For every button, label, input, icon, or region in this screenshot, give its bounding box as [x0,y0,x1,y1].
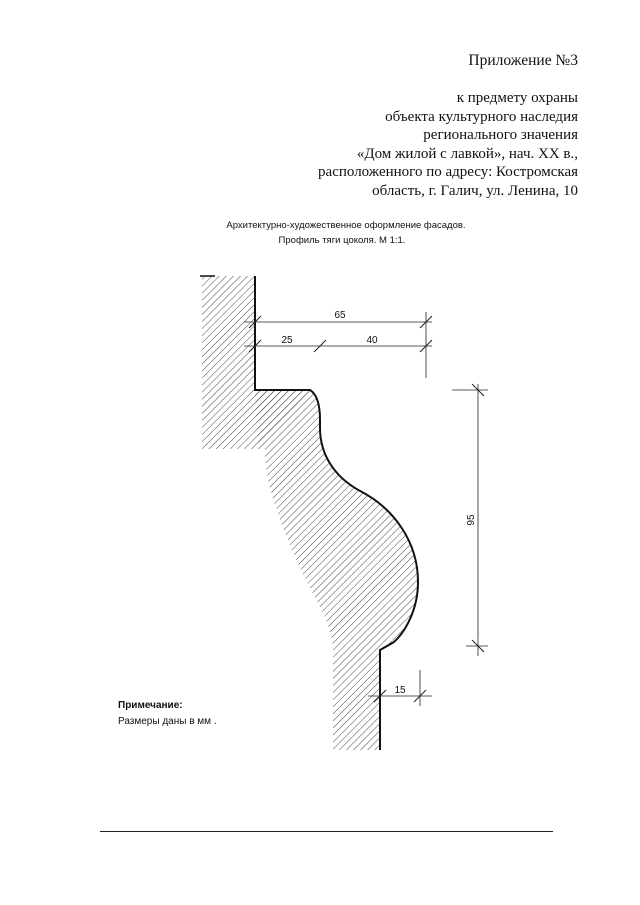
protection-subject-block: к предмету охраны объекта культурного на… [318,89,578,201]
dimension-tick [248,315,262,329]
dimension-label-65: 65 [334,310,346,321]
dimension-label-95: 95 [466,514,477,526]
drawing-caption: Архитектурно-художественное оформление ф… [0,218,640,248]
drawing-caption-title: Архитектурно-художественное оформление ф… [226,220,466,231]
dimension-tick [248,339,262,353]
subject-line: «Дом жилой с лавкой», нач. XX в., [356,145,578,162]
dimension-tick [471,383,485,397]
moulding-profile-outline [254,276,420,750]
note-text: Размеры даны в мм . [118,716,217,727]
dimension-tick [471,639,485,653]
dimension-label-25: 25 [281,335,293,346]
subject-line: регионального значения [423,127,578,144]
dimension-label-15: 15 [394,685,406,696]
appendix-title: Приложение №3 [468,52,578,69]
dimension-tick [313,339,327,353]
note-heading: Примечание: [118,700,183,711]
bottom-rule [100,831,553,832]
drawing-caption-subtitle: Профиль тяги цоколя. М 1:1. [278,235,406,246]
subject-line: область, г. Галич, ул. Ленина, 10 [372,182,578,199]
dimension-tick [373,689,387,703]
subject-line: к предмету охраны [456,90,578,106]
moulding-profile-hatched [255,390,418,750]
dimension-tick [419,339,433,353]
subject-line: расположенного по адресу: Костромская [318,164,578,181]
dimension-label-40: 40 [366,335,378,346]
subject-line: объекта культурного наследия [385,108,578,125]
